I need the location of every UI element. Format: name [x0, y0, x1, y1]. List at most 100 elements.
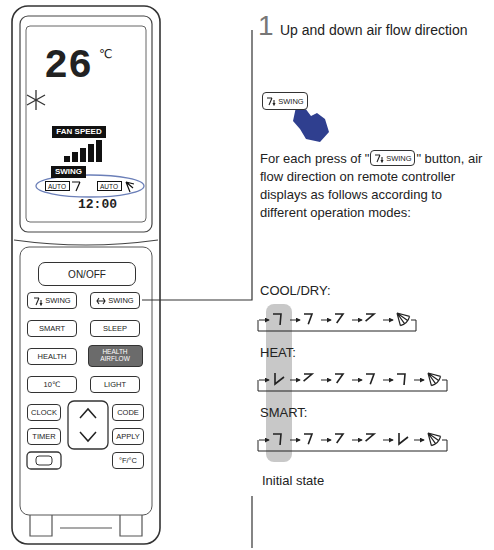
sequence-arrow [259, 440, 269, 441]
sequence-arrow [321, 380, 331, 381]
swing-fan-symbol [428, 373, 441, 386]
swing-symbol-stroke [97, 298, 105, 304]
leader-line [251, 496, 252, 548]
step-title: Up and down air flow direction [280, 22, 468, 38]
instruction-text: For each press of " [260, 151, 369, 166]
arrow-symbols [80, 409, 96, 441]
button-text: CODE [117, 408, 139, 417]
button-text: SWING [278, 97, 303, 106]
vane-symbol [335, 314, 343, 323]
button-text: HEALTH AIRFLOW [89, 349, 142, 363]
vane-symbol [275, 373, 284, 384]
vane-symbol [273, 434, 281, 445]
swing-symbol [96, 296, 106, 306]
sequence-arrow [414, 440, 424, 441]
initial-band [266, 304, 292, 462]
vane-symbol [273, 314, 281, 325]
lcd-tag: SWING [51, 166, 86, 178]
lid-panel [20, 247, 152, 515]
mode-label: HEAT: [260, 346, 296, 361]
sequence-arrow [259, 320, 269, 321]
lcd-swing-icon [72, 182, 134, 192]
return-line [258, 440, 447, 451]
button-text: CLOCK [31, 408, 57, 417]
highlight-ring [36, 175, 144, 197]
swing-button-icon: SWING [370, 150, 415, 166]
remote-button: SMART [27, 320, 77, 337]
sequence-arrow [321, 440, 331, 441]
lcd-clock: 12:00 [78, 198, 117, 213]
remote-button: SLEEP [90, 320, 140, 337]
sequence-arrow [352, 320, 362, 321]
sequence-arrow [383, 320, 393, 321]
swing-button: SWING [27, 292, 77, 309]
sequence-arrow [352, 380, 362, 381]
hinge [30, 515, 142, 536]
lcd-temperature: 26 [44, 44, 92, 90]
remote-button: CODE [112, 404, 144, 421]
button-text: LIGHT [104, 380, 126, 389]
return-line [258, 380, 447, 391]
vane-symbol [304, 434, 312, 444]
button-text: SLEEP [103, 324, 127, 333]
sequence-arrow [321, 320, 331, 321]
auto-box: AUTO [97, 181, 122, 191]
blank-button-mark [36, 456, 52, 465]
sequence-icons [258, 313, 447, 451]
lcd-unit: ℃ [99, 48, 112, 62]
sequence-arrow [259, 380, 269, 381]
button-text: AUTO [100, 183, 118, 190]
vane-symbol [366, 314, 374, 321]
mode-label: SMART: [260, 406, 307, 421]
sequence-arrow [352, 440, 362, 441]
snowflake-icon [27, 90, 45, 110]
swing-fan-symbol [428, 433, 441, 446]
button-text: HEALTH [37, 352, 66, 361]
button-text: °F/°C [119, 456, 137, 465]
sequence-arrow [290, 320, 300, 321]
swing-symbol-stroke [34, 298, 42, 305]
auto-box: AUTO [45, 181, 70, 191]
swing-symbol [374, 153, 384, 163]
blank-button [27, 452, 61, 469]
lid-edge [14, 240, 158, 245]
display-frame [20, 16, 152, 232]
remote-button: °F/°C [112, 452, 144, 469]
sequence-arrow [383, 380, 393, 381]
arrow-button [68, 401, 108, 449]
button-text: SMART [39, 324, 65, 333]
remote-button: 10℃ [27, 376, 77, 393]
remote-button: APPLY [112, 428, 144, 445]
swing-symbol [33, 296, 43, 306]
remote-button: TIMER [27, 428, 61, 445]
sequence-arrow [290, 440, 300, 441]
button-text: AUTO [48, 183, 66, 190]
button-text: 10℃ [44, 380, 61, 389]
button-text: ON/OFF [68, 269, 106, 280]
sequence-arrow [290, 380, 300, 381]
remote-button: CLOCK [27, 404, 61, 421]
vane-symbol [335, 434, 343, 443]
swing-symbol-stroke [267, 98, 275, 105]
button-text: FAN SPEED [56, 127, 101, 136]
swing-symbol-stroke [375, 155, 383, 162]
return-line [258, 320, 416, 331]
button-text: SWING [108, 296, 133, 305]
icon-slot [369, 151, 416, 165]
button-text: SWING [386, 154, 411, 163]
sequence-arrow [414, 380, 424, 381]
remote-button: LIGHT [90, 376, 140, 393]
vane-symbol [335, 374, 343, 383]
instruction-paragraph: For each press of "" button, air flow di… [260, 150, 488, 222]
swing-button-icon: SWING [262, 92, 308, 110]
swing-symbol [266, 96, 276, 106]
vane-symbol [397, 374, 405, 385]
note-label: Initial state [262, 474, 324, 489]
remote-button: HEALTH AIRFLOW [88, 345, 143, 367]
step-number: 1 [258, 10, 274, 42]
button-text: SWING [55, 167, 82, 176]
vane-symbol [366, 434, 374, 441]
vane-symbol [304, 314, 312, 324]
